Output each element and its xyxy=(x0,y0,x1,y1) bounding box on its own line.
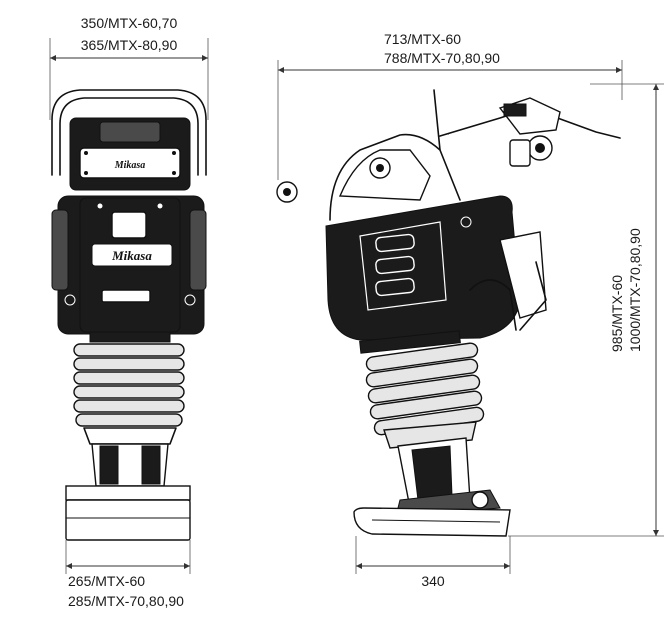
side-lower-leg xyxy=(353,437,511,537)
front-engine-body: Mikasa xyxy=(51,195,207,335)
side-engine-body xyxy=(325,195,547,341)
side-handle xyxy=(276,89,621,203)
front-top-dimension: 350/MTX-60,70 365/MTX-80,90 xyxy=(49,15,209,120)
engine-logo: Mikasa xyxy=(111,248,152,263)
front-top-width-line1: 350/MTX-60,70 xyxy=(81,15,178,31)
side-bellows xyxy=(359,330,485,449)
side-bottom-length: 340 xyxy=(421,573,445,589)
side-top-length-line1: 713/MTX-60 xyxy=(384,31,461,47)
side-frame-link xyxy=(329,133,461,221)
front-bottom-dimension: 265/MTX-60 285/MTX-70,80,90 xyxy=(65,540,191,609)
front-lower-leg xyxy=(65,443,191,541)
front-bottom-width-line1: 265/MTX-60 xyxy=(68,573,145,589)
front-bottom-width-line2: 285/MTX-70,80,90 xyxy=(68,593,184,609)
side-bottom-dimension: 340 xyxy=(355,536,511,589)
side-top-dimension: 713/MTX-60 788/MTX-70,80,90 xyxy=(277,31,623,180)
side-view: 713/MTX-60 788/MTX-70,80,90 xyxy=(276,31,664,589)
side-height-dimension: 985/MTX-60 1000/MTX-70,80,90 xyxy=(508,83,664,537)
side-height-line1: 985/MTX-60 xyxy=(609,275,625,352)
handle-logo: Mikasa xyxy=(114,160,146,171)
side-top-length-line2: 788/MTX-70,80,90 xyxy=(384,50,500,66)
front-top-width-line2: 365/MTX-80,90 xyxy=(81,37,178,53)
front-handle: Mikasa xyxy=(51,89,207,191)
side-height-line2: 1000/MTX-70,80,90 xyxy=(627,228,643,352)
front-view: 350/MTX-60,70 365/MTX-80,90 Mikasa Mikas… xyxy=(49,15,209,609)
front-bellows xyxy=(73,331,185,445)
